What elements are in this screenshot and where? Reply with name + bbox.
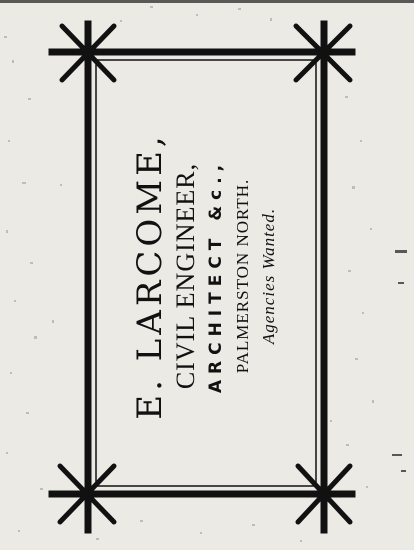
advertiser-name: E. LARCOME, [130, 132, 170, 420]
agencies-note: Agencies Wanted. [259, 207, 278, 345]
profession-line: CIVIL ENGINEER, [171, 162, 200, 390]
secondary-profession-line: ARCHITECT &c., [206, 158, 226, 394]
location-line: PALMERSTON NORTH. [233, 178, 252, 374]
advertisement-text-block: E. LARCOME, CIVIL ENGINEER, ARCHITECT &c… [101, 66, 311, 486]
